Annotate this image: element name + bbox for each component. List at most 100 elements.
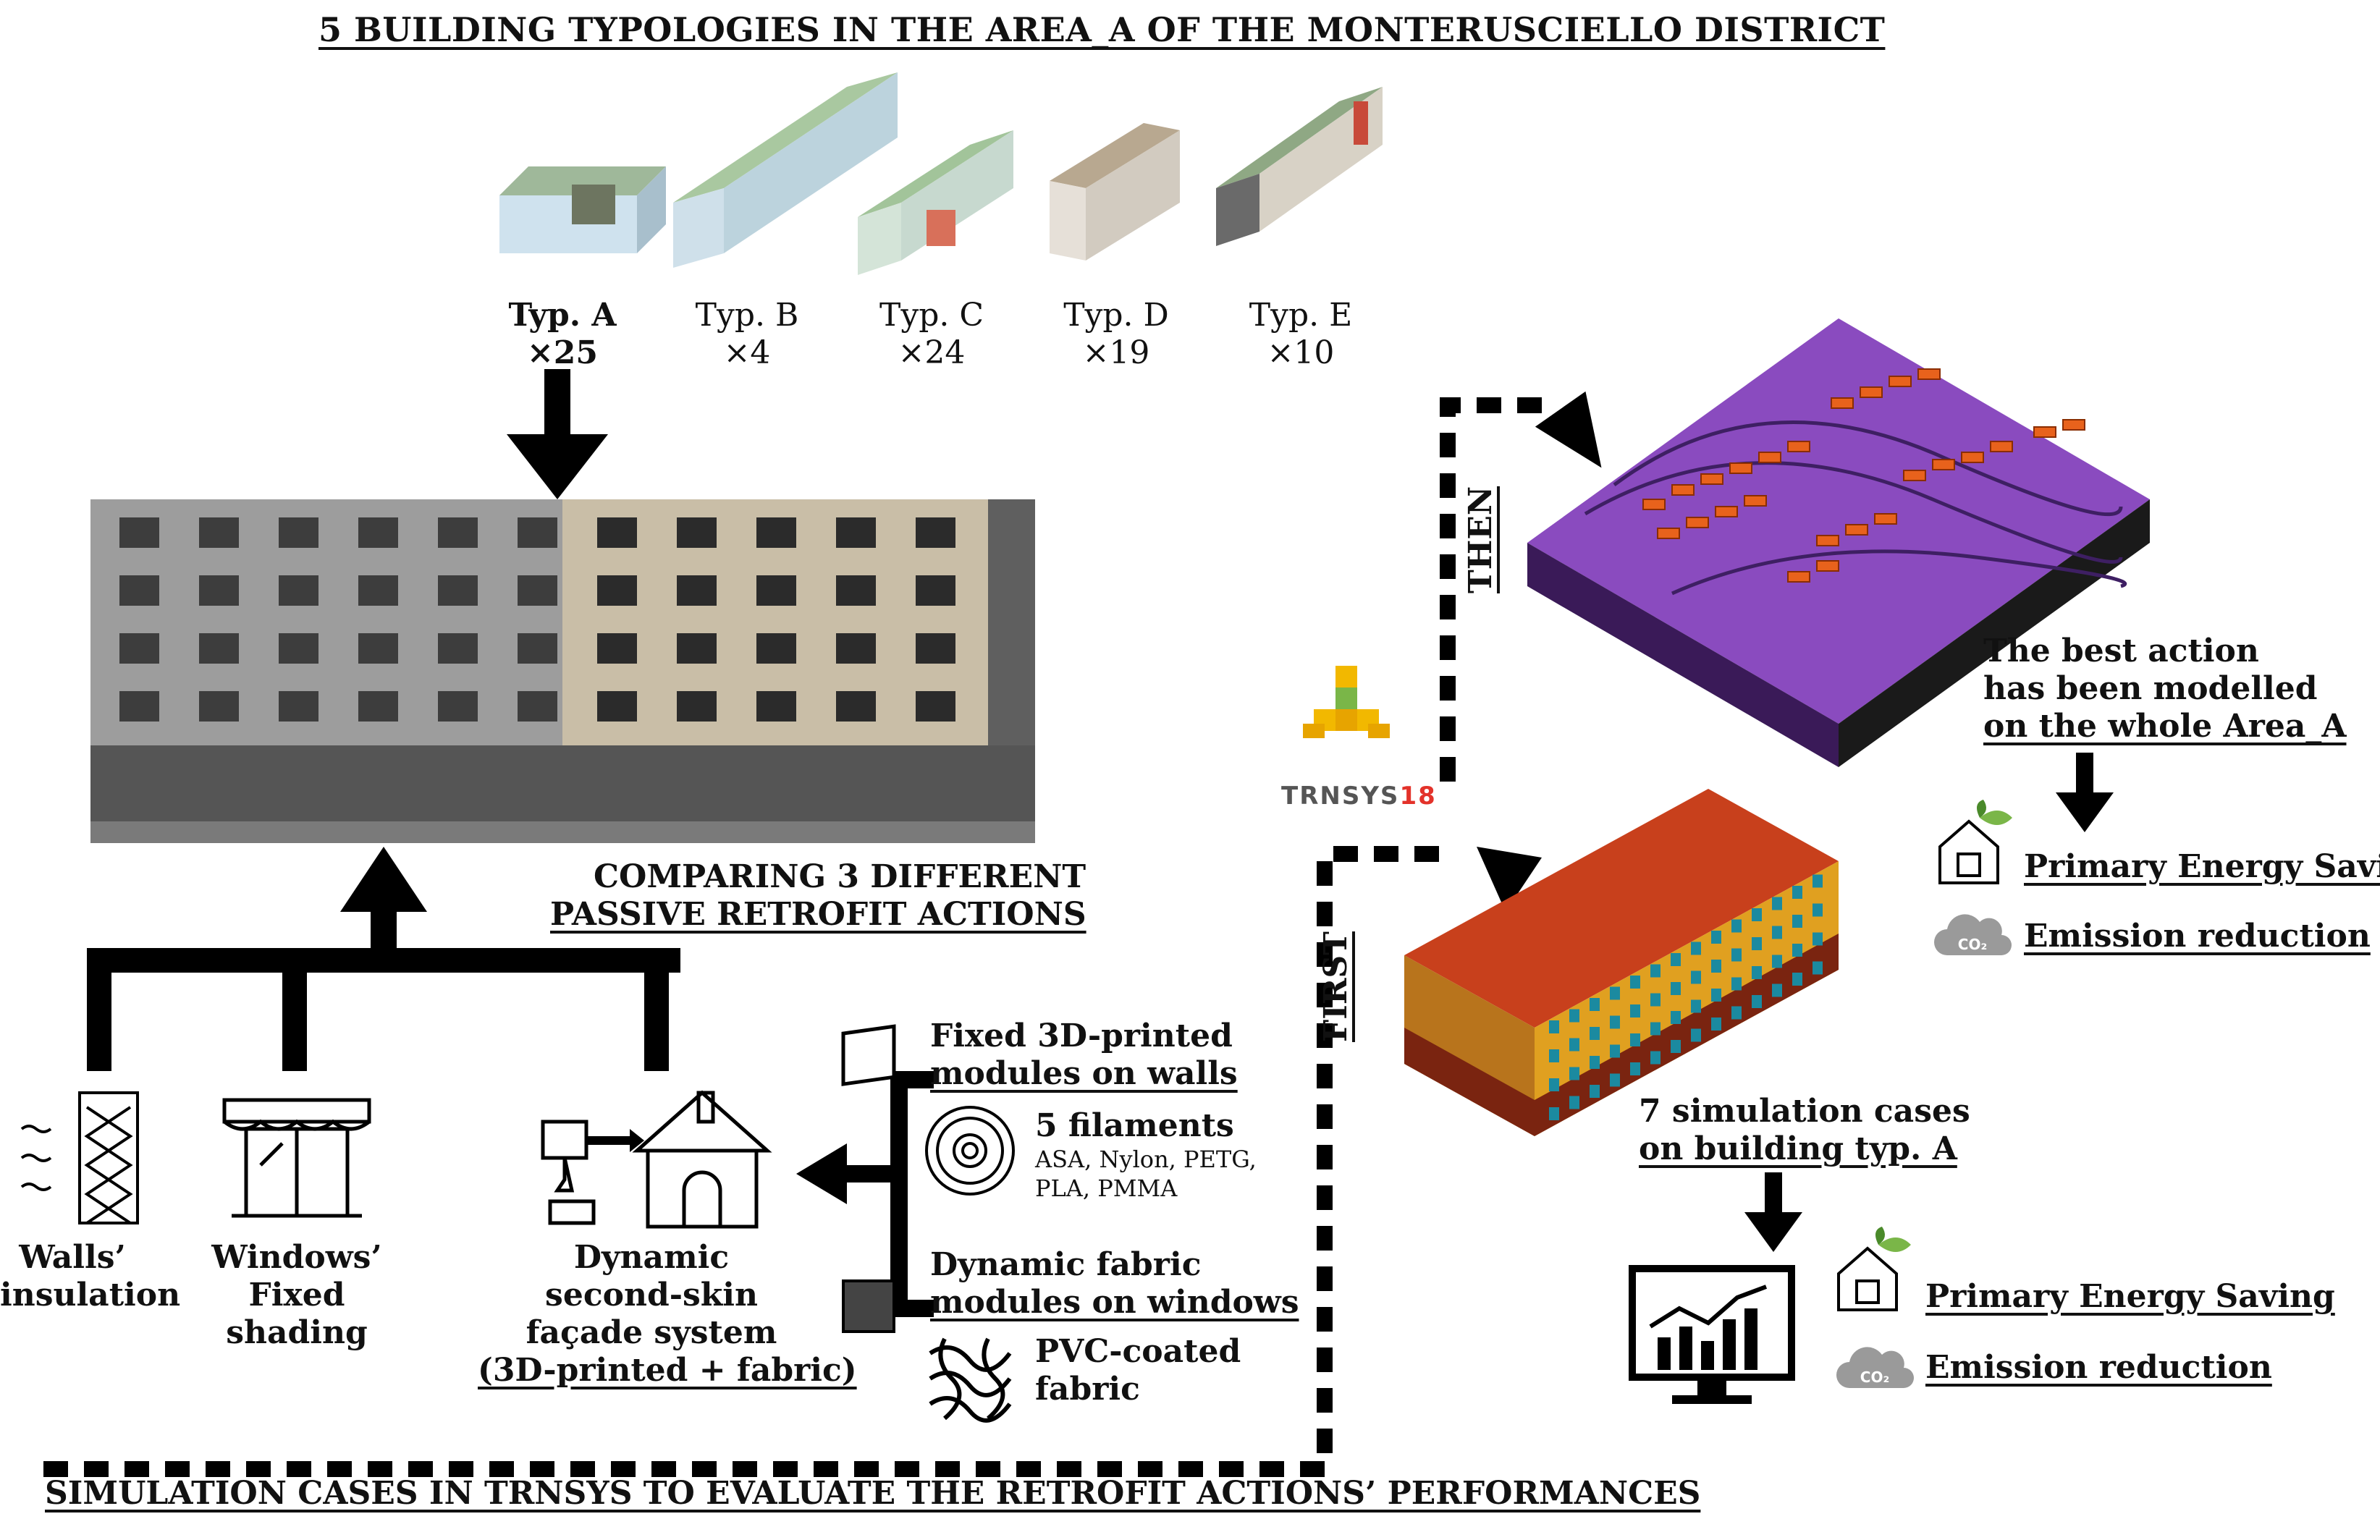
dynamic-line1: Dynamic bbox=[573, 1239, 730, 1276]
model-window bbox=[1711, 989, 1721, 1002]
windows-label: Windows’ Fixed shading bbox=[210, 1239, 384, 1352]
facade-window bbox=[119, 633, 159, 664]
model-window bbox=[1813, 932, 1823, 946]
typ-e-name: Typ. E bbox=[1249, 297, 1353, 334]
area-building-block bbox=[1903, 470, 1926, 481]
model-window bbox=[1813, 903, 1823, 917]
emission-lower: Emission reduction bbox=[1925, 1349, 2272, 1386]
facade-window bbox=[836, 633, 876, 664]
model-window bbox=[1610, 1044, 1620, 1058]
facade-window bbox=[199, 517, 239, 548]
dynamic-line2: second-skin bbox=[545, 1277, 758, 1313]
walls-insulation-icon bbox=[20, 1091, 139, 1224]
fabric-line2: modules on windows bbox=[930, 1284, 1299, 1321]
model-window bbox=[1671, 982, 1681, 995]
area-building-block bbox=[1671, 484, 1695, 496]
model-window bbox=[1772, 926, 1782, 939]
facade-window bbox=[916, 691, 955, 722]
model-window bbox=[1590, 1085, 1600, 1098]
sim-cases-line1: 7 simulation cases bbox=[1639, 1093, 1970, 1130]
model-window bbox=[1731, 948, 1742, 962]
model-window bbox=[1671, 953, 1681, 966]
facade-window bbox=[597, 575, 637, 606]
facade-window bbox=[438, 517, 478, 548]
model-window bbox=[1772, 897, 1782, 910]
building-typ-a-icon bbox=[499, 166, 666, 253]
trnsys-prefix: TRNSYS bbox=[1281, 782, 1400, 811]
modules-bracket bbox=[796, 1024, 934, 1333]
typ-c-name: Typ. C bbox=[879, 297, 984, 334]
typ-a-count: ×25 bbox=[526, 334, 599, 371]
model-window bbox=[1792, 944, 1802, 957]
facade-window bbox=[358, 517, 398, 548]
model-window bbox=[1772, 955, 1782, 968]
typ-e-count: ×10 bbox=[1267, 334, 1335, 371]
area-building-block bbox=[2033, 426, 2056, 438]
facade-window bbox=[836, 575, 876, 606]
pvc-line1: PVC-coated bbox=[1035, 1333, 1241, 1370]
area-building-block bbox=[1816, 560, 1839, 572]
model-window bbox=[1650, 964, 1660, 978]
building-typ-c-icon bbox=[858, 130, 1013, 275]
model-window bbox=[1590, 1056, 1600, 1069]
co2-text-upper: CO₂ bbox=[1958, 936, 1987, 953]
facade-window bbox=[199, 575, 239, 606]
model-window bbox=[1630, 1033, 1640, 1046]
eco-house-icon-upper bbox=[1938, 800, 2012, 884]
model-window bbox=[1671, 1011, 1681, 1024]
facade-window bbox=[836, 517, 876, 548]
typ-a-label: Typ. A ×25 bbox=[490, 297, 635, 372]
typ-b-name: Typ. B bbox=[695, 297, 799, 334]
best-action-line1: The best action bbox=[1983, 632, 2259, 669]
model-window bbox=[1691, 942, 1701, 955]
model-window bbox=[1549, 1078, 1559, 1091]
model-window bbox=[1630, 976, 1640, 989]
top-title: 5 BUILDING TYPOLOGIES IN THE AREA_A OF T… bbox=[318, 10, 1886, 49]
model-window bbox=[1752, 908, 1762, 921]
area-building-block bbox=[1642, 499, 1666, 510]
facade-window bbox=[836, 691, 876, 722]
facade-window bbox=[756, 575, 796, 606]
typ-d-count: ×19 bbox=[1082, 334, 1150, 371]
eco-house-icon-lower bbox=[1837, 1227, 1911, 1311]
facade-window bbox=[518, 575, 557, 606]
facade-window bbox=[119, 575, 159, 606]
down-arrow-icon bbox=[507, 369, 608, 499]
model-window bbox=[1569, 1067, 1579, 1080]
first-label: FIRST bbox=[1317, 931, 1354, 1042]
area-building-block bbox=[1787, 441, 1810, 452]
fixed-line2: modules on walls bbox=[930, 1055, 1238, 1092]
facade-window bbox=[597, 691, 637, 722]
facade-window bbox=[677, 691, 717, 722]
facade-window bbox=[199, 633, 239, 664]
building-typ-d-icon bbox=[1050, 123, 1180, 261]
typ-e-label: Typ. E ×10 bbox=[1228, 297, 1373, 372]
model-window bbox=[1792, 915, 1802, 928]
facade-window bbox=[279, 691, 318, 722]
facade-window bbox=[677, 575, 717, 606]
best-action-down-arrow-icon bbox=[2056, 753, 2114, 832]
model-window bbox=[1549, 1049, 1559, 1062]
filaments-title: 5 filaments bbox=[1035, 1107, 1234, 1144]
model-window bbox=[1630, 1004, 1640, 1018]
area-building-block bbox=[1758, 452, 1781, 463]
facade-window bbox=[279, 633, 318, 664]
area-building-block bbox=[1961, 452, 1984, 463]
window-shading-icon bbox=[222, 1098, 371, 1218]
co2-text-lower: CO₂ bbox=[1860, 1368, 1889, 1386]
second-skin-facade-icon bbox=[541, 1090, 772, 1229]
facade-window bbox=[438, 633, 478, 664]
model-window bbox=[1610, 986, 1620, 1000]
model-window bbox=[1792, 973, 1802, 986]
dynamic-label: Dynamic second-skin façade system (3D-pr… bbox=[478, 1239, 857, 1389]
area-building-block bbox=[1816, 535, 1839, 546]
facade-window bbox=[677, 633, 717, 664]
facade-window bbox=[916, 633, 955, 664]
facade-window bbox=[358, 691, 398, 722]
actions-connector bbox=[87, 847, 680, 1071]
area-building-block bbox=[1744, 495, 1767, 507]
facade-window bbox=[119, 517, 159, 548]
model-window bbox=[1671, 1040, 1681, 1053]
filament-spool-icon bbox=[925, 1106, 1015, 1196]
